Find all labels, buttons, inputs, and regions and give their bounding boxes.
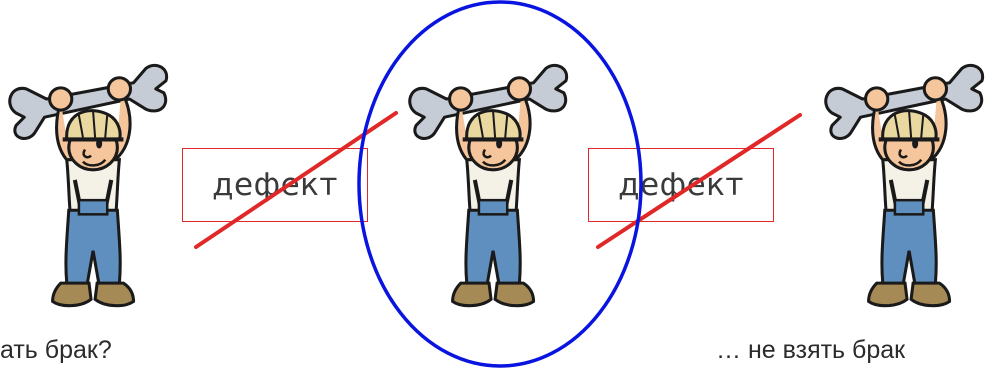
worker-with-wrench-icon — [402, 58, 572, 314]
worker-with-wrench-icon — [818, 58, 988, 314]
defect-box-left: дефект — [182, 148, 368, 222]
caption-right: … не взять брак — [716, 336, 905, 365]
defect-label: дефект — [212, 167, 338, 203]
defect-box-right: дефект — [588, 148, 774, 222]
caption-left: ать брак? — [0, 336, 112, 365]
defect-label: дефект — [618, 167, 744, 203]
worker-with-wrench-icon — [2, 58, 172, 314]
